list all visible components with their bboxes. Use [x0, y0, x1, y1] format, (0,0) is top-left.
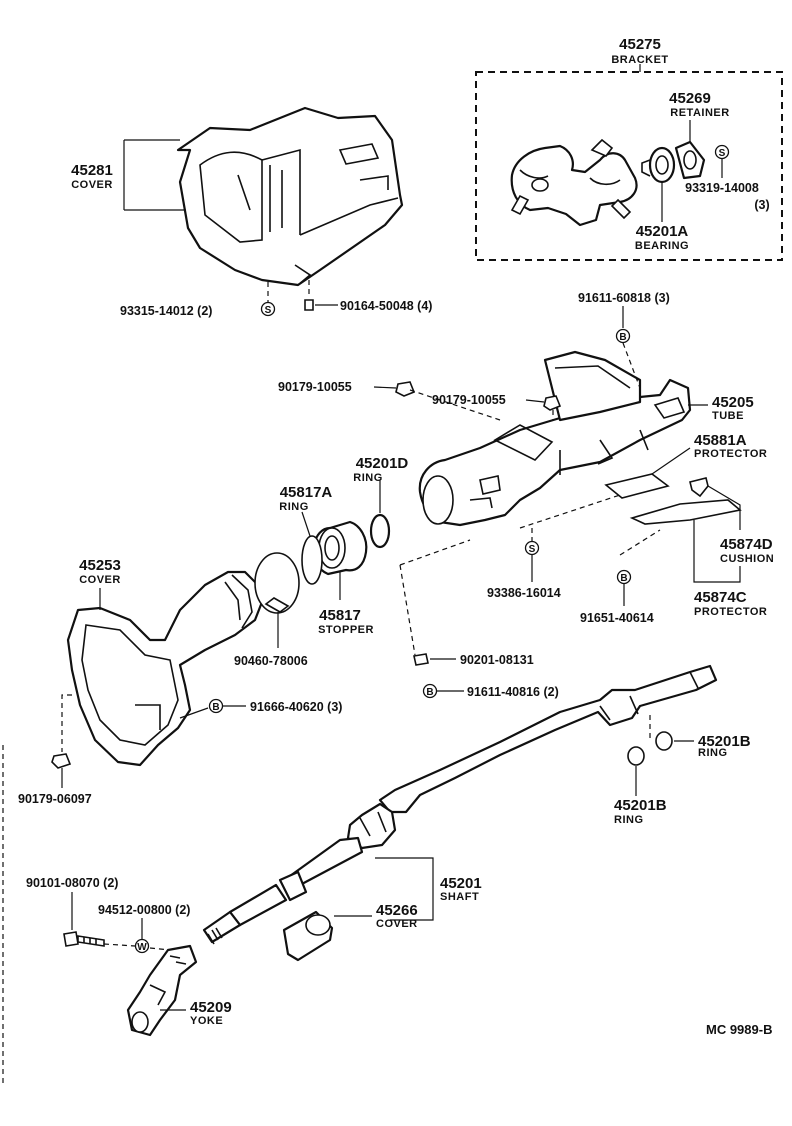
yoke-part — [126, 944, 198, 1037]
cushion-part — [689, 477, 709, 498]
ring-45817a-part-number: 45817A — [280, 484, 333, 501]
bolt-91611-60818-label: 91611-60818 (3) — [578, 291, 670, 305]
retainer-part-number: 45269 — [669, 90, 711, 107]
ring-45201b-left-name: RING — [614, 814, 644, 826]
screw-93319-label: 93319-14008 — [685, 181, 759, 195]
bolt-91666-label: 91666-40620 (3) — [250, 700, 342, 714]
cover-45266-name: COVER — [376, 918, 418, 930]
stopper-name: STOPPER — [318, 624, 374, 636]
ring-45201b-right-name: RING — [698, 747, 728, 759]
bolt-91651-label: 91651-40614 — [580, 611, 654, 625]
bolt-90101-label: 90101-08070 (2) — [26, 876, 118, 890]
bearing-name: BEARING — [635, 240, 689, 252]
upper-cover-part-number: 45281 — [71, 162, 113, 179]
protector-45874c-part — [629, 499, 742, 525]
svg-text:B: B — [620, 573, 627, 584]
washer-symbol-w — [134, 938, 150, 954]
ring-45201d-part-number: 45201D — [356, 455, 409, 472]
svg-text:W: W — [137, 942, 147, 953]
nut-90179-right-part — [543, 395, 562, 411]
bolt-90101-part — [63, 931, 105, 947]
clamp-part — [254, 552, 300, 614]
nut-90179-06097-label: 90179-06097 — [18, 792, 92, 806]
bolt-symbol-b — [615, 328, 631, 344]
bolt-symbol-b — [616, 569, 632, 585]
ring-45817a-name: RING — [279, 501, 309, 513]
nut-90201-label: 90201-08131 — [460, 653, 534, 667]
shaft-part-number: 45201 — [440, 875, 482, 892]
bracket-name: BRACKET — [611, 54, 668, 66]
ring-45201b-right-part-number: 45201B — [698, 733, 751, 750]
cushion-part-number: 45874D — [720, 536, 773, 553]
ring-45201b-right-part — [655, 731, 673, 751]
protector-45881a-part — [604, 473, 670, 499]
retainer-name: RETAINER — [670, 107, 729, 119]
yoke-part-number: 45209 — [190, 999, 232, 1016]
ring-45201d-name: RING — [353, 472, 383, 484]
screw-symbol-s — [714, 144, 730, 160]
nut-90179-left-label: 90179-10055 — [278, 380, 352, 394]
protector-45874c-part-number: 45874C — [694, 589, 747, 606]
ring-45817a-part — [301, 535, 323, 585]
bearing-part-number: 45201A — [636, 223, 689, 240]
clamp-90460-label: 90460-78006 — [234, 654, 308, 668]
cover-45266-part-number: 45266 — [376, 902, 418, 919]
washer-94512-label: 94512-00800 (2) — [98, 903, 190, 917]
ring-45201b-left-part-number: 45201B — [614, 797, 667, 814]
svg-text:B: B — [426, 687, 433, 698]
bracket-group: 45275 BRACKET 45201A BEARING 45269 RET — [475, 36, 783, 261]
nut-90179-06097-part — [51, 753, 72, 769]
protector-45881a-part-number: 45881A — [694, 432, 747, 449]
cover-45266-part — [282, 910, 334, 962]
nut-90179-right-label: 90179-10055 — [432, 393, 506, 407]
bolt-symbol-b — [208, 698, 224, 714]
screw-93386-label: 93386-16014 — [487, 586, 561, 600]
protector-45881a-name: PROTECTOR — [694, 448, 767, 460]
lower-cover-part — [66, 570, 264, 767]
bolt-91611-40816-label: 91611-40816 (2) — [467, 685, 559, 699]
retainer-part — [674, 140, 706, 180]
bracket-group-box — [475, 71, 783, 261]
stopper-part-number: 45817 — [319, 607, 361, 624]
svg-text:B: B — [619, 332, 626, 343]
ring-45201d-part — [369, 513, 391, 549]
upper-cover-name: COVER — [71, 179, 113, 191]
bolt-90164-part — [304, 299, 314, 311]
lower-cover-part-number: 45253 — [79, 557, 121, 574]
ring-45201b-left-part — [627, 746, 645, 766]
bearing-part — [641, 146, 676, 184]
tube-part-number: 45205 — [712, 394, 754, 411]
upper-cover-part — [176, 106, 404, 287]
bolt-symbol-b — [422, 683, 438, 699]
screw-93319-qty: (3) — [754, 198, 769, 212]
svg-text:S: S — [265, 305, 272, 316]
tube-name: TUBE — [712, 410, 744, 422]
protector-45874c-name: PROTECTOR — [694, 606, 767, 618]
screw-93315-label: 93315-14012 (2) — [120, 304, 212, 318]
diagram-code: MC 9989-B — [706, 1022, 772, 1037]
nut-90201-part — [413, 653, 429, 666]
lower-cover-name: COVER — [79, 574, 121, 586]
nut-90179-left-part — [395, 381, 416, 397]
svg-text:S: S — [719, 148, 726, 159]
svg-text:B: B — [212, 702, 219, 713]
stopper-part — [312, 520, 368, 576]
shaft-part — [202, 664, 718, 945]
yoke-name: YOKE — [190, 1015, 223, 1027]
bracket-part-number: 45275 — [619, 36, 661, 53]
cushion-name: CUSHION — [720, 553, 774, 565]
screw-symbol-s — [260, 301, 276, 317]
tube-part — [418, 350, 692, 527]
bolt-90164-label: 90164-50048 (4) — [340, 299, 432, 313]
svg-text:S: S — [529, 544, 536, 555]
shaft-name: SHAFT — [440, 891, 479, 903]
screw-symbol-s — [524, 540, 540, 556]
bracket-part — [510, 138, 638, 227]
